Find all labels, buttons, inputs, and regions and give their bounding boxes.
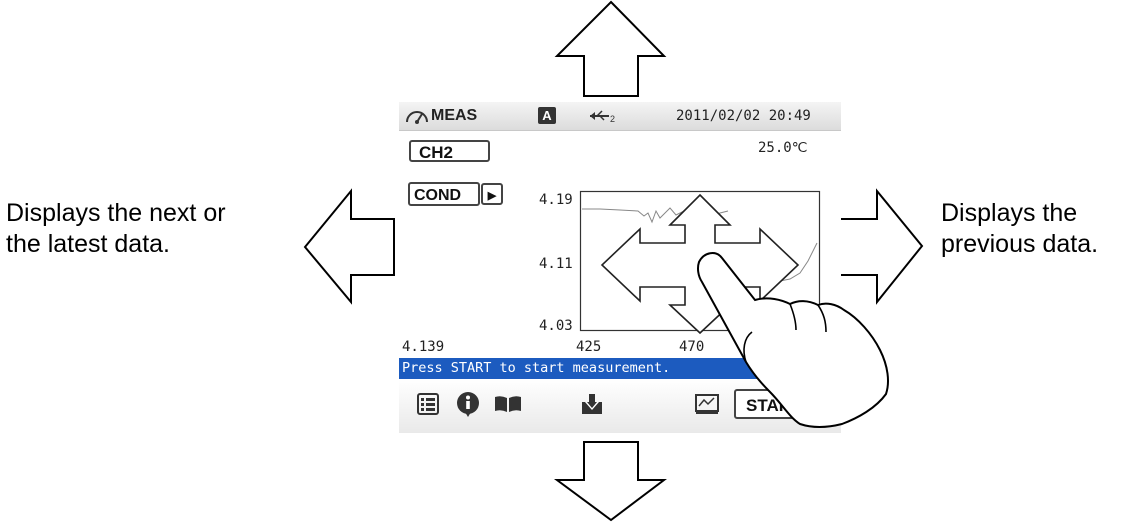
gauge-icon [406,111,428,124]
info-icon[interactable] [455,391,481,417]
channel-button[interactable]: CH2 [409,140,490,162]
y-tick-label: 4.03 [539,318,573,334]
graph-icon[interactable] [695,394,719,414]
left-annotation: Displays the next or the latest data. [6,198,226,260]
usb-icon [590,110,609,121]
status-message: Press START to start measurement. [399,358,841,379]
y-tick-label: 4.11 [539,256,573,272]
param-button[interactable]: COND [408,182,480,206]
x-tick-label: 470 [679,339,705,355]
datetime: 2011/02/02 20:49 [676,108,811,124]
right-annotation-line2: previous data. [941,230,1099,258]
x-tick-label: 425 [576,339,602,355]
list-icon[interactable] [417,393,439,415]
y-tick-label: 4.19 [539,192,573,208]
right-annotation-line1: Displays the [941,199,1078,227]
mode-label: MEAS [431,107,478,124]
left-annotation-line2: the latest data. [6,230,171,258]
mode-badge: A [538,107,556,124]
usb-suffix: 2 [610,114,616,124]
current-value: 4.139 [402,339,445,355]
download-icon[interactable] [581,393,603,415]
left-annotation-line1: Displays the next or [6,199,226,227]
param-next-button[interactable]: ▶ [481,183,503,205]
book-icon[interactable] [494,395,522,413]
top-status-bar: MEAS A 2 2011/02/02 20:49 [399,102,841,131]
temperature: 25.0℃ [758,140,808,156]
right-annotation: Displays the previous data. [941,198,1098,260]
